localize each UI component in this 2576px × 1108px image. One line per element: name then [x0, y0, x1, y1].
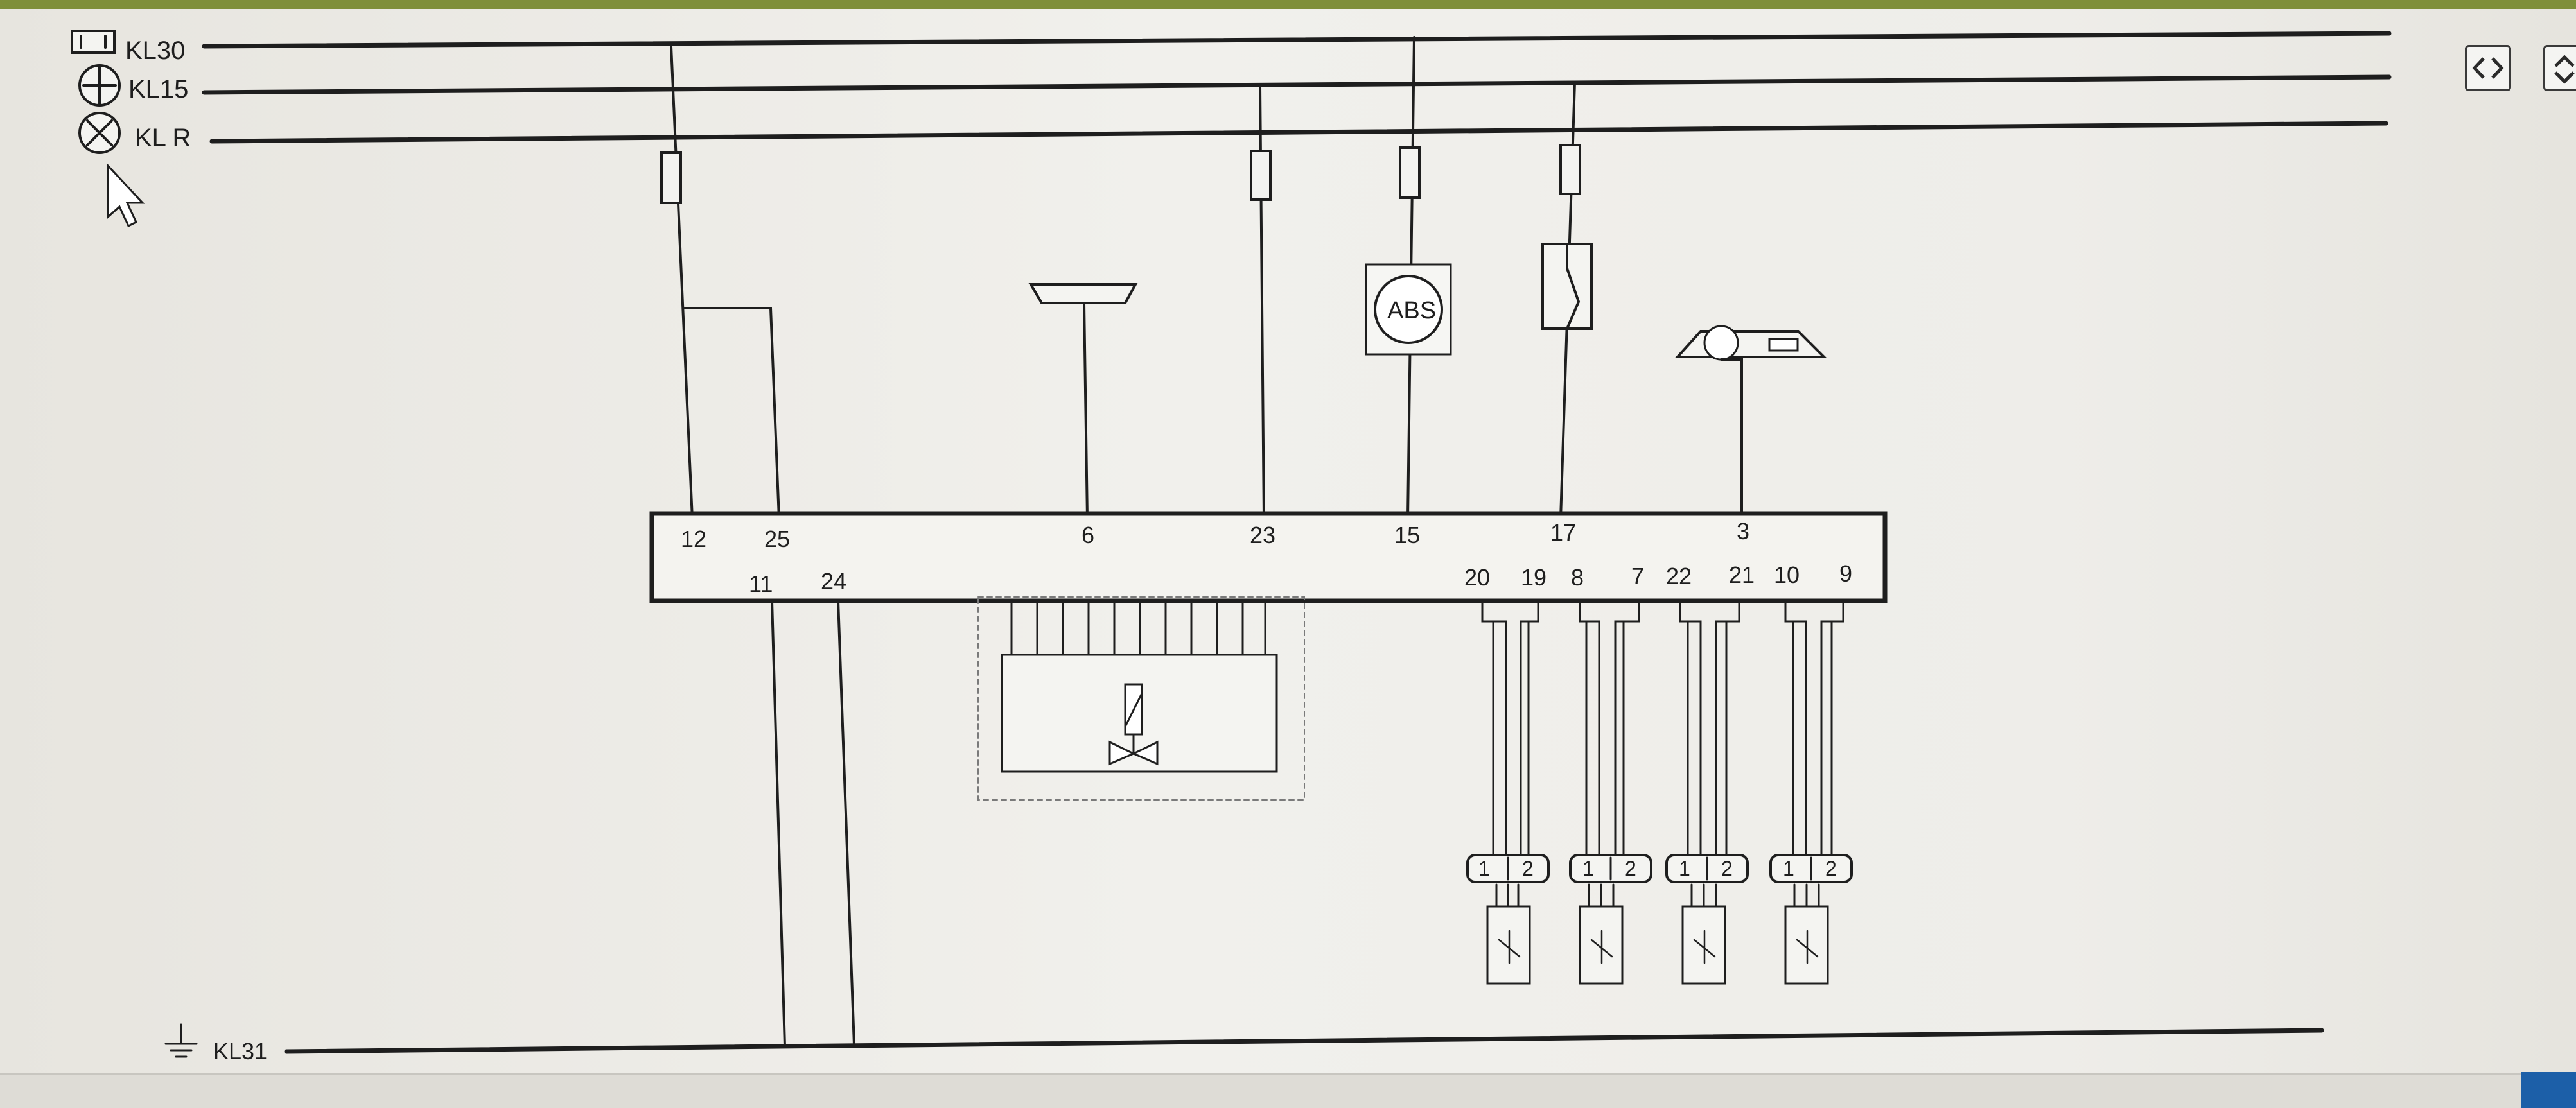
pin-9: 9 — [1839, 560, 1852, 587]
ground-icon — [164, 1023, 198, 1058]
valve-block-wires — [1010, 600, 1266, 656]
sensor-harness-3 — [1679, 600, 1740, 985]
wire-pin24 — [837, 600, 855, 1046]
accessory-icon — [78, 112, 121, 154]
sensor-1-pin-a: 1 — [1478, 857, 1490, 880]
expand-horizontal-button[interactable] — [2465, 45, 2511, 91]
pin-12: 12 — [681, 526, 706, 552]
status-bar — [0, 1073, 2576, 1108]
valve-block-dashed-frame — [977, 596, 1305, 801]
diagnostic-connector-socket — [1703, 325, 1739, 361]
pin-8: 8 — [1571, 564, 1584, 591]
pin-22: 22 — [1666, 563, 1692, 589]
abs-wiring-diagram: KL30 KL15 KL R KL31 ABS 1 2 1 2 1 2 1 2 … — [71, 30, 2392, 1064]
sensor-connector-dividers — [1507, 856, 1812, 881]
diagnostic-connector — [1674, 330, 1827, 358]
kl31-rail — [284, 1028, 2324, 1054]
kl15-label: KL15 — [128, 75, 188, 103]
sensor-1-pin-b: 2 — [1522, 857, 1534, 880]
kl15-rail — [202, 74, 2392, 95]
pin-17: 17 — [1550, 519, 1576, 546]
sensor-3-pin-a: 1 — [1679, 857, 1690, 880]
pin-7: 7 — [1631, 563, 1644, 589]
wire-pin12 — [670, 45, 694, 520]
sensor-4-pin-b: 2 — [1825, 857, 1837, 880]
indicator-lamp — [1028, 283, 1138, 304]
klr-rail — [209, 121, 2388, 144]
fuse-1 — [660, 151, 682, 204]
kl31-label: KL31 — [213, 1038, 267, 1064]
mouse-cursor-icon — [107, 163, 145, 228]
ignition-icon — [78, 64, 121, 107]
sensor-2-pin-b: 2 — [1625, 857, 1636, 880]
abs-warning-circle — [1374, 275, 1443, 344]
pin-10: 10 — [1774, 562, 1800, 588]
pin-23: 23 — [1250, 522, 1275, 548]
battery-icon — [71, 30, 116, 54]
switch-contact — [1566, 243, 1581, 330]
klr-label: KL R — [135, 124, 191, 152]
wire-pin25 — [684, 307, 780, 520]
corner-action-button[interactable] — [2521, 1072, 2576, 1108]
pin-6: 6 — [1082, 522, 1094, 548]
pin-20: 20 — [1464, 564, 1490, 591]
wheel-speed-sensor-icon — [1498, 930, 1819, 964]
sensor-4-pin-a: 1 — [1783, 857, 1794, 880]
diagnostic-connector-port — [1768, 338, 1799, 352]
fuse-4 — [1559, 144, 1581, 195]
sensor-harness-1 — [1481, 600, 1539, 985]
sensor-harness-4 — [1784, 600, 1844, 985]
window-top-strip — [0, 0, 2576, 9]
fuse-2 — [1250, 150, 1272, 201]
pin-11: 11 — [749, 571, 773, 597]
wire-pin3 — [1720, 358, 1743, 520]
fuse-3 — [1399, 146, 1421, 199]
pin-3: 3 — [1737, 518, 1749, 544]
abs-control-unit — [649, 511, 1888, 603]
wire-pin6 — [1083, 302, 1089, 520]
fit-view-button[interactable] — [2543, 45, 2576, 91]
pin-19: 19 — [1521, 564, 1546, 591]
sensor-3-pin-b: 2 — [1721, 857, 1733, 880]
pin-24: 24 — [821, 568, 846, 594]
sensor-harness-2 — [1579, 600, 1640, 985]
pin-21: 21 — [1729, 562, 1755, 588]
diagram-panel: KL30 KL15 KL R KL31 ABS 1 2 1 2 1 2 1 2 … — [0, 9, 2576, 1075]
wire-pin11 — [771, 600, 786, 1048]
kl30-label: KL30 — [125, 37, 185, 65]
solenoid-valve-icon — [1108, 683, 1159, 766]
kl30-rail — [202, 31, 2392, 49]
pin-15: 15 — [1394, 522, 1420, 548]
pin-25: 25 — [764, 526, 790, 552]
abs-label: ABS — [1387, 297, 1436, 324]
sensor-2-pin-a: 1 — [1582, 857, 1594, 880]
expand-horizontal-icon — [2472, 57, 2504, 79]
fit-view-icon — [2554, 55, 2575, 84]
